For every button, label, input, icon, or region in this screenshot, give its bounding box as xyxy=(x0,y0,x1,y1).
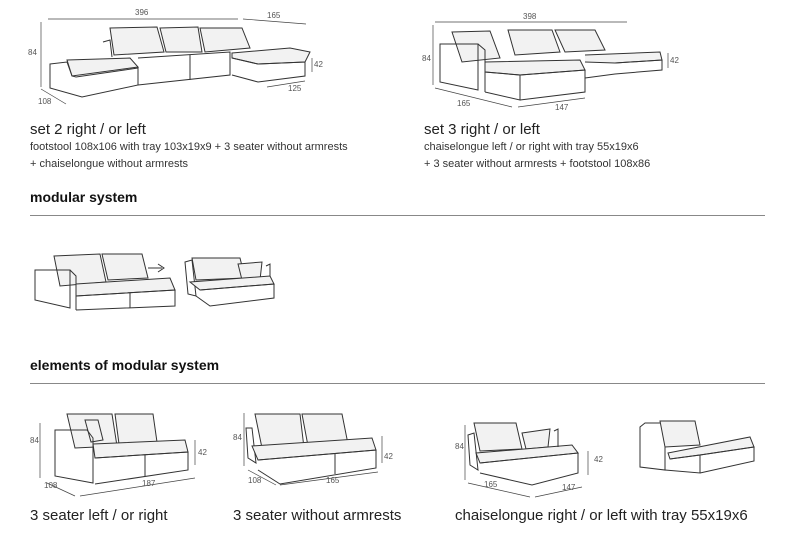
dim-depth: 165 xyxy=(457,99,471,108)
element-3-seater-armrest-illustration xyxy=(39,413,196,497)
dim-chaise-depth: 147 xyxy=(555,103,569,112)
section-heading-modular: modular system xyxy=(30,189,138,205)
dim-height: 84 xyxy=(455,442,464,451)
element-caption: chaiselongue right / or left with tray 5… xyxy=(455,507,748,524)
dim-depth: 165 xyxy=(484,480,498,489)
dim-width: 165 xyxy=(326,476,340,485)
element-3-seater-no-armrest-illustration xyxy=(243,413,383,486)
set-3-title: set 3 right / or left xyxy=(424,121,540,138)
element-caption: 3 seater left / or right xyxy=(30,507,168,524)
dim-height: 84 xyxy=(233,433,242,442)
modular-system-illustration xyxy=(34,253,275,311)
dim-chaise-depth: 125 xyxy=(288,84,302,93)
dim-width: 187 xyxy=(142,479,156,488)
set-3-desc-line-1: chaiselongue left / or right with tray 5… xyxy=(424,141,639,153)
section-heading-elements: elements of modular system xyxy=(30,357,220,373)
element-caption: 3 seater without armrests xyxy=(233,507,402,524)
dim-chaise-length: 165 xyxy=(267,11,281,20)
dim-seat-height: 42 xyxy=(670,56,679,65)
set-2-sofa-illustration xyxy=(40,18,313,105)
section-divider xyxy=(30,383,765,384)
set-2-desc-line-1: footstool 108x106 with tray 103x19x9 + 3… xyxy=(30,141,348,153)
dim-height: 84 xyxy=(30,436,39,445)
dim-width: 396 xyxy=(135,8,149,17)
dim-seat-height: 42 xyxy=(594,455,603,464)
set-3-desc-line-2: + 3 seater without armrests + footstool … xyxy=(424,158,651,170)
dim-seat-height: 42 xyxy=(314,60,323,69)
dim-height: 84 xyxy=(422,54,431,63)
dim-width: 147 xyxy=(562,483,576,492)
element-chaiselongue-illustration xyxy=(464,420,755,498)
dim-depth: 108 xyxy=(44,481,58,490)
set-2-title: set 2 right / or left xyxy=(30,121,146,138)
dim-width: 398 xyxy=(523,12,537,21)
dim-depth: 108 xyxy=(38,97,52,106)
section-divider xyxy=(30,215,765,216)
dim-depth: 108 xyxy=(248,476,262,485)
set-3-sofa-illustration xyxy=(432,21,669,108)
dim-height: 84 xyxy=(28,48,37,57)
set-2-desc-line-2: + chaiselongue without armrests xyxy=(30,158,189,170)
dim-seat-height: 42 xyxy=(384,452,393,461)
dim-seat-height: 42 xyxy=(198,448,207,457)
